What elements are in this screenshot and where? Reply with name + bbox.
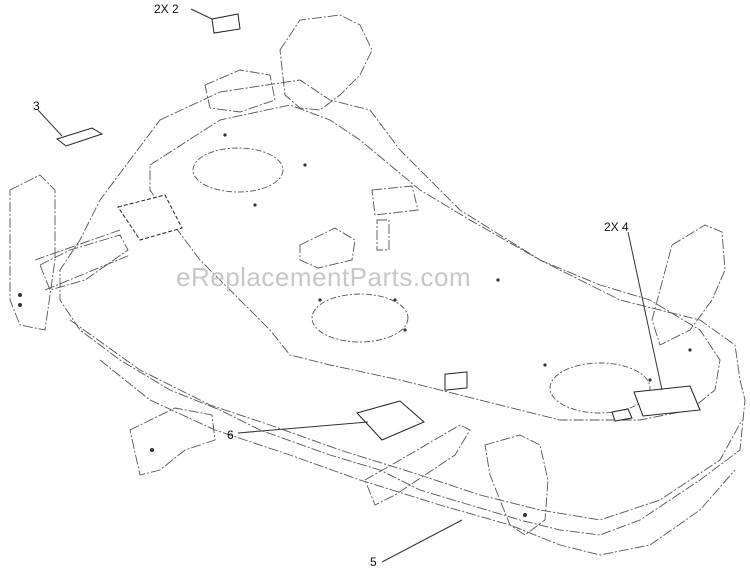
spindle-opening-right: [549, 362, 651, 414]
leader-2: [190, 8, 213, 20]
front-bracket-left: [129, 407, 216, 476]
center-mount: [299, 227, 356, 269]
callout-6: 6: [227, 428, 234, 442]
pin: [376, 219, 390, 251]
callout-2: 2X 2: [154, 2, 179, 16]
decal-1: [117, 194, 183, 241]
rear-hanger-bracket: [279, 14, 373, 111]
decal-6: [356, 400, 425, 441]
leader-5: [381, 519, 463, 563]
front-tube: [34, 229, 131, 291]
rear-hanger-detail: [204, 69, 276, 113]
right-bracket: [651, 224, 726, 346]
deck-top-outline: [59, 79, 746, 536]
left-arm: [39, 234, 129, 291]
callout-4: 2X 4: [604, 220, 629, 234]
leader-3: [37, 109, 63, 137]
watermark-text: eReplacementParts.com: [176, 262, 472, 292]
spindle-opening-left: [192, 147, 284, 193]
deck-skirt: [69, 319, 743, 521]
spindle-opening-center: [311, 293, 409, 343]
left-bracket: [9, 174, 56, 331]
callout-3: 3: [33, 99, 40, 113]
decal-4-small: [611, 408, 633, 422]
callout-5: 5: [370, 555, 377, 569]
deck-skirt-lower: [99, 359, 736, 556]
front-bracket-right: [484, 434, 549, 536]
front-bracket-center: [364, 424, 471, 506]
decal-4: [633, 385, 701, 417]
decal-5: [444, 371, 468, 391]
rear-mount: [371, 185, 419, 216]
bolt-holes: [18, 133, 692, 517]
decal-2: [211, 13, 241, 34]
decal-3: [55, 127, 104, 147]
leader-6: [237, 421, 369, 434]
deck-plate-outline: [149, 104, 721, 421]
leader-4: [627, 231, 663, 391]
